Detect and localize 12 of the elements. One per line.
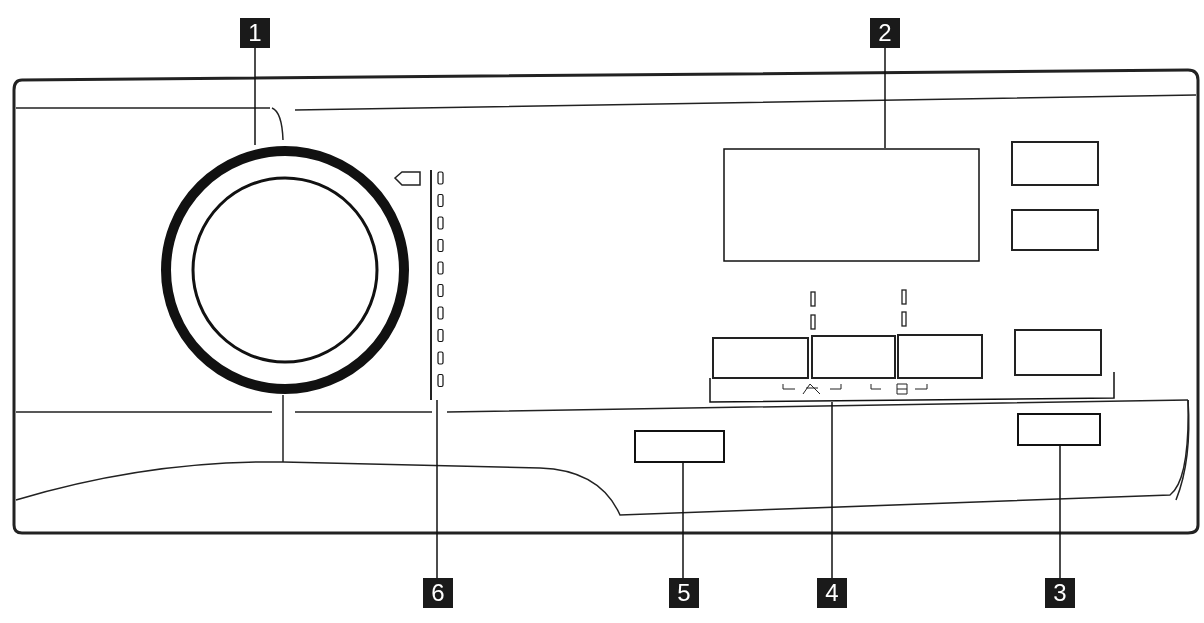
leader-line: [682, 462, 684, 579]
callout-number: 1: [240, 18, 270, 48]
callout-number: 5: [669, 578, 699, 608]
callout-number: 6: [423, 578, 453, 608]
leader-line: [436, 399, 438, 579]
callout-number: 3: [1045, 578, 1075, 608]
leader-line: [831, 401, 833, 579]
leader-line: [884, 47, 886, 149]
callout-number: 2: [870, 18, 900, 48]
leader-line: [1059, 445, 1061, 579]
leader-line: [254, 47, 256, 146]
callout-number: 4: [817, 578, 847, 608]
